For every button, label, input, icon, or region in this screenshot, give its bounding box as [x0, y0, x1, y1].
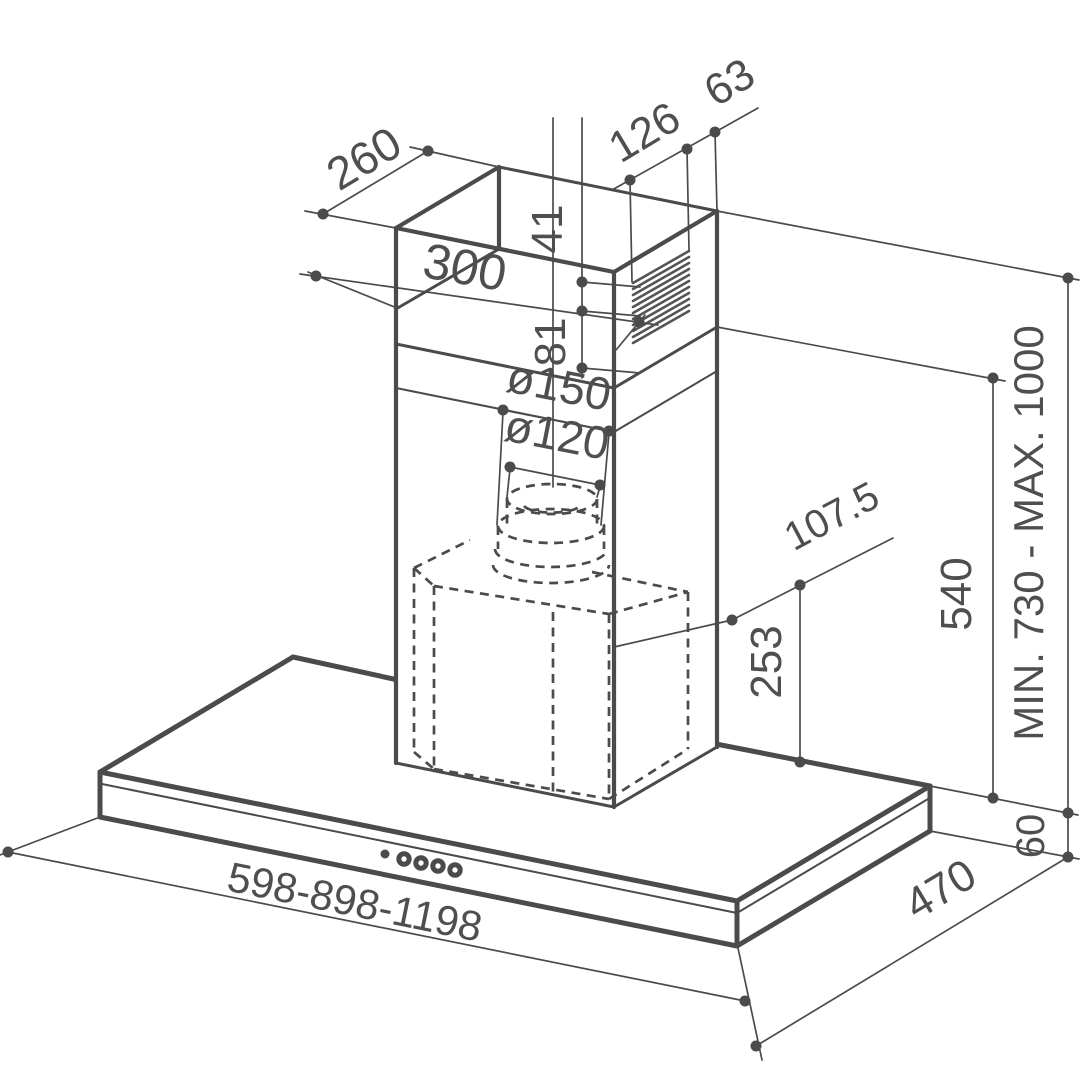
exhaust-duct: [491, 482, 611, 585]
dimension-lines: [0, 107, 1080, 1061]
dim-body-depth: 470: [896, 850, 984, 930]
control-buttons: [380, 849, 463, 878]
dim-grille-top-offset: 41: [523, 205, 572, 254]
dim-grille-back-offset: 63: [696, 49, 763, 116]
dimension-end-dots: [2, 126, 1074, 1052]
dim-grille-height: 81: [526, 318, 575, 367]
chimney-lower-section: [394, 745, 719, 809]
dim-duct-rear-offset: 107.5: [777, 474, 886, 560]
dim-mounting-height-range: MIN. 730 - MAX. 1000: [1005, 325, 1052, 741]
dim-chimney-lower-height: 540: [932, 557, 981, 630]
motor-housing: [412, 538, 690, 801]
dim-grille-depth: 126: [600, 93, 688, 173]
dim-base-height: 60: [1009, 814, 1053, 859]
dim-hood-to-duct-height: 253: [742, 625, 791, 698]
dim-bracket-depth: 260: [317, 116, 410, 200]
